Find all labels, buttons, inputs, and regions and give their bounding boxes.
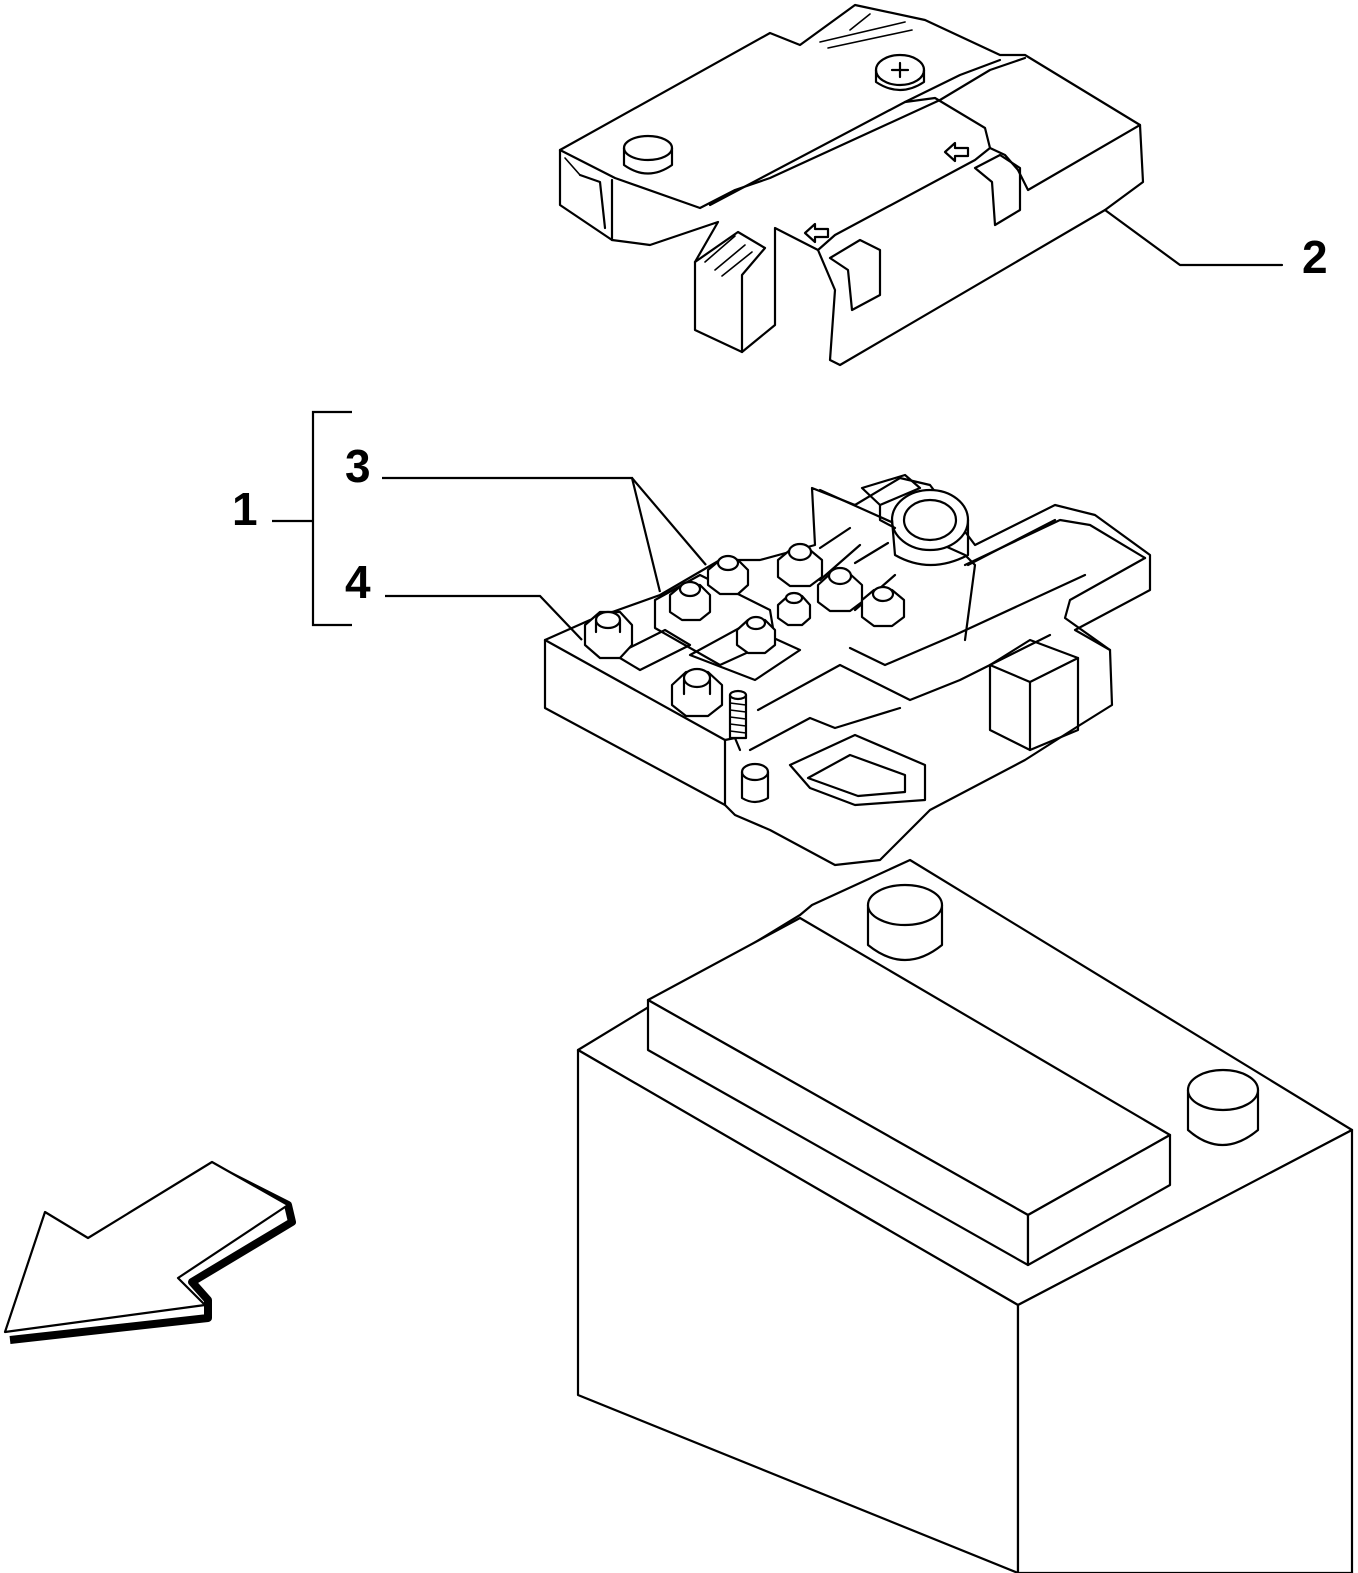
callout-label-4: 4 [345,556,371,608]
nut [776,591,812,627]
threaded-stud [728,689,748,740]
nut [583,610,634,660]
bolt [740,762,770,804]
nut [668,580,712,622]
callout-label-1: 1 [232,483,258,535]
battery-terminal-post [1186,1068,1260,1147]
nut [670,667,724,718]
callout-2: 2 [1302,231,1328,283]
nut [860,585,906,628]
nut [735,615,777,655]
nut [776,542,824,588]
callout-label-2: 2 [1302,231,1328,283]
callout-1-bracket: 1 [232,410,352,627]
battery-terminal-post [866,883,944,962]
terminal-block-assembly [543,473,1152,867]
nut [706,554,750,596]
battery-terminal-cover [558,3,1284,367]
callout-4: 4 [345,556,583,641]
callout-label-3: 3 [345,440,371,492]
callout-3: 3 [345,440,707,593]
direction-arrow [3,1160,296,1344]
battery [576,858,1354,1573]
